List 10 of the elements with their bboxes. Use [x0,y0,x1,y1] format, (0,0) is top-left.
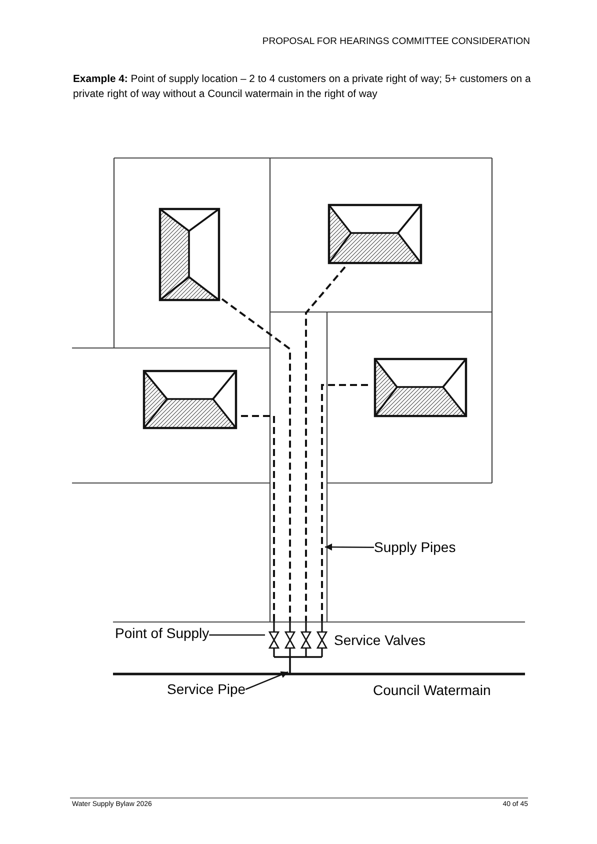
valve-label: Service Valves [334,632,426,649]
callout-label: Supply Pipes [374,539,456,556]
watermain-label: Council Watermain [373,682,491,699]
leader-arrow [245,671,288,690]
header-text: PROPOSAL FOR HEARINGS COMMITTEE CONSIDERATION [262,36,530,48]
callout-label: Service Pipe [167,681,246,698]
callout-label: Point of Supply [115,625,210,642]
leader-arrow [325,544,374,551]
leader-line [209,634,265,636]
figure-title: Example 4: Point of supply location – 2 to 4 customers on a private right of way; 5+ customers on a private right of way without a Council watermain in the right of way [73,73,532,102]
